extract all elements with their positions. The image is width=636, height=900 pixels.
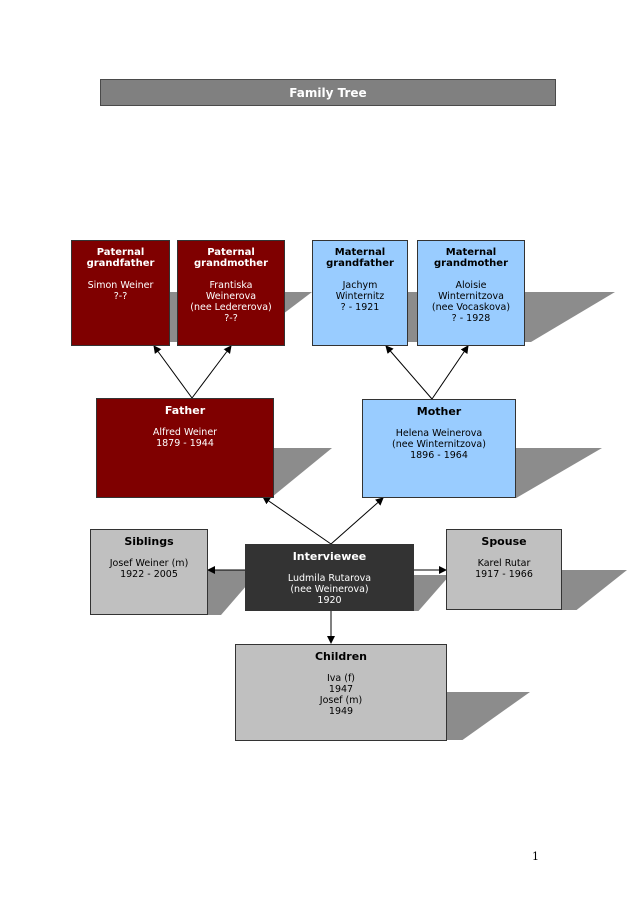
child-birth-year: 1949 (328, 706, 354, 717)
child-name: Josef (m) (319, 695, 363, 706)
person-name: Aloisie (455, 280, 487, 291)
person-name: Weinerova (205, 291, 257, 302)
person-dates: 1920 (317, 595, 342, 606)
person-name: Josef Weiner (m) (109, 558, 189, 569)
spouse-box: Spouse Karel Rutar 1917 - 1966 (446, 529, 562, 610)
box-heading: Children (314, 650, 368, 663)
person-name: Karel Rutar (477, 558, 531, 569)
box-heading: Paternal (96, 247, 145, 258)
person-dates: ?-? (224, 313, 238, 324)
person-maiden-name: (nee Vocaskova) (431, 302, 511, 313)
child-birth-year: 1947 (328, 684, 354, 695)
box-heading: Maternal (334, 247, 386, 258)
person-name: Ludmila Rutarova (287, 573, 372, 584)
arrow-mother-to-maternal-grandfather (385, 345, 433, 400)
box-heading: Father (164, 404, 206, 417)
box-heading: grandfather (326, 258, 394, 269)
box-heading: Paternal (207, 247, 255, 258)
arrow-interviewee-to-mother (330, 497, 384, 545)
box-heading: Spouse (481, 535, 527, 548)
box-heading: Maternal (445, 247, 497, 258)
person-name: Helena Weinerova (395, 428, 483, 439)
person-name: Jachym (342, 280, 378, 291)
person-name: Simon Weiner (87, 280, 154, 291)
box-heading: grandmother (433, 258, 509, 269)
person-name: Winternitzova (438, 291, 504, 302)
person-dates: ?-? (113, 291, 128, 302)
person-dates: ? - 1928 (451, 313, 491, 324)
person-name: Winternitz (335, 291, 385, 302)
mother-box: Mother Helena Weinerova (nee Winternitzo… (362, 399, 516, 498)
box-heading: grandmother (193, 258, 269, 269)
person-maiden-name: (nee Ledererova) (190, 302, 272, 313)
box-heading: Mother (416, 405, 462, 418)
person-dates: 1922 - 2005 (120, 569, 178, 580)
arrow-father-to-paternal-grandmother (191, 345, 232, 399)
interviewee-box: Interviewee Ludmila Rutarova (nee Weiner… (245, 544, 414, 611)
person-name: Alfred Weiner (152, 427, 218, 438)
father-box: Father Alfred Weiner 1879 - 1944 (96, 398, 274, 498)
arrow-mother-to-maternal-grandmother (431, 345, 469, 400)
person-maiden-name: (nee Weinerova) (290, 584, 369, 595)
arrow-father-to-paternal-grandfather (153, 345, 193, 399)
box-heading: Interviewee (292, 550, 367, 563)
paternal-grandfather-box: Paternal grandfather Simon Weiner ?-? (71, 240, 170, 346)
person-dates: 1879 - 1944 (156, 438, 214, 449)
box-heading: grandfather (86, 258, 155, 269)
maternal-grandmother-box: Maternal grandmother Aloisie Winternitzo… (417, 240, 525, 346)
siblings-box: Siblings Josef Weiner (m) 1922 - 2005 (90, 529, 208, 615)
page-number: 1 (532, 850, 539, 863)
maternal-grandfather-box: Maternal grandfather Jachym Winternitz ?… (312, 240, 408, 346)
person-name: Frantiska (209, 280, 253, 291)
children-box: Children Iva (f) 1947 Josef (m) 1949 (235, 644, 447, 741)
child-name: Iva (f) (326, 673, 356, 684)
person-dates: 1917 - 1966 (475, 569, 533, 580)
box-heading: Siblings (124, 535, 174, 548)
diagram-title-text: Family Tree (289, 85, 367, 100)
paternal-grandmother-box: Paternal grandmother Frantiska Weinerova… (177, 240, 285, 346)
person-dates: 1896 - 1964 (410, 450, 468, 461)
diagram-title: Family Tree (100, 79, 556, 106)
person-dates: ? - 1921 (340, 302, 380, 313)
person-maiden-name: (nee Winternitzova) (392, 439, 486, 450)
arrow-interviewee-to-father (262, 496, 332, 545)
